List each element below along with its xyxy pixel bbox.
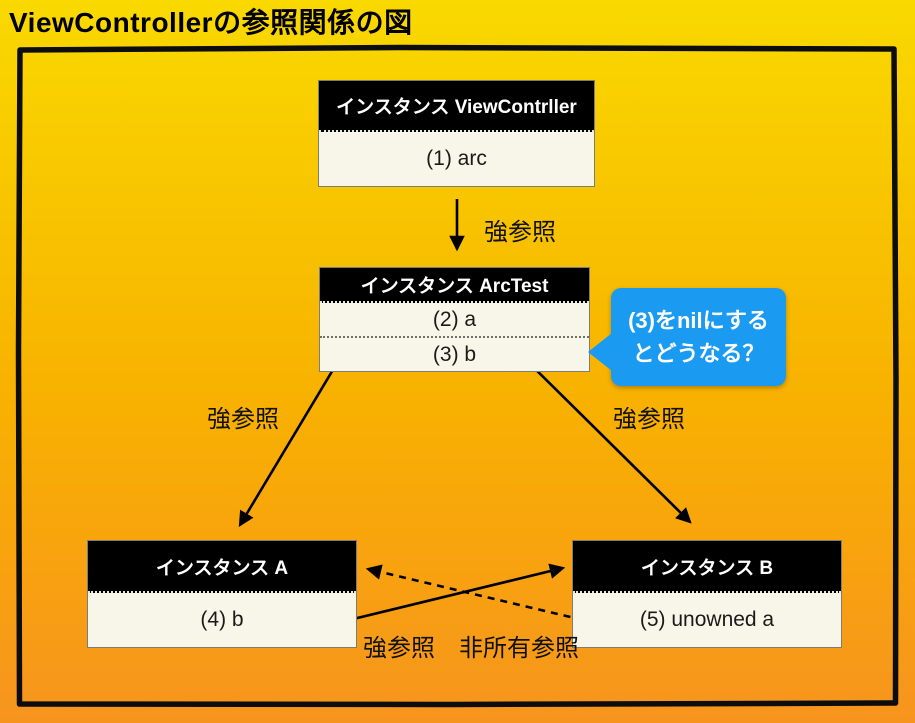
node-instance-b-row-unowned-a: (5) unowned a — [639, 608, 775, 631]
edge-instance-a-to-instance-b — [339, 563, 566, 627]
callout-line2: とどうなる？ — [632, 341, 765, 366]
node-instance-a-row-b: (4) b — [200, 608, 244, 631]
edge-label-vc-to-arctest: 強参照 — [484, 219, 556, 246]
node-arc-test-header: インスタンス ArcTest — [320, 268, 589, 303]
callout-bubble: (3)をnilにする とどうなる？ — [588, 288, 786, 386]
edge-instance-b-to-instance-a — [365, 564, 589, 626]
callout-line1: (3)をnilにする — [628, 308, 769, 333]
node-arc-test-row-b: (3) b — [320, 336, 589, 371]
node-arc-test: インスタンス ArcTest (2) a (3) b — [319, 267, 590, 372]
node-instance-a-header: インスタンス A — [88, 541, 356, 593]
page-title: ViewControllerの参照関係の図 — [9, 7, 413, 38]
edge-label-arctest-to-b: 強参照 — [613, 406, 685, 433]
node-instance-b-header: インスタンス B — [573, 541, 841, 593]
node-arc-test-row-a: (2) a — [432, 307, 477, 331]
node-instance-a: インスタンス A (4) b — [87, 540, 357, 648]
node-view-controller-row-arc: (1) arc — [426, 147, 487, 170]
node-view-controller: インスタンス ViewContrller (1) arc — [318, 80, 595, 187]
node-view-controller-header: インスタンス ViewContrller — [319, 81, 594, 132]
edge-label-arctest-to-a: 強参照 — [207, 406, 279, 433]
edge-label-b-to-a: 非所有参照 — [459, 635, 579, 662]
edge-label-a-to-b: 強参照 — [363, 635, 435, 662]
node-instance-b: インスタンス B (5) unowned a — [572, 540, 842, 648]
callout-pointer — [588, 333, 612, 371]
